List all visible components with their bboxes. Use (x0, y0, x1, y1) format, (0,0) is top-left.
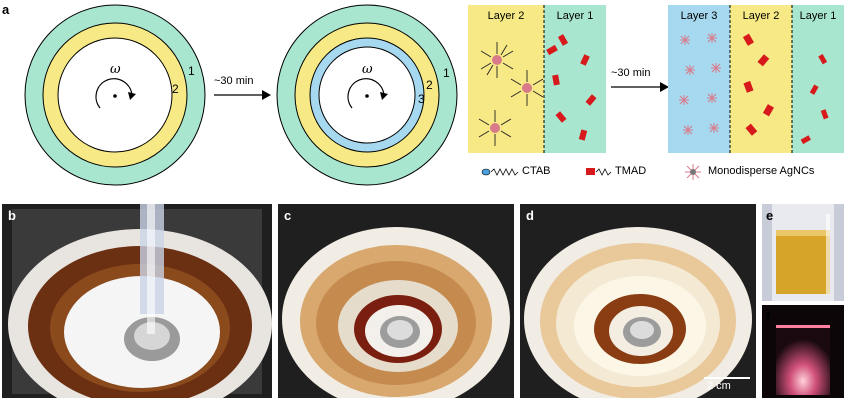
arrow-2-label: ~30 min (611, 67, 651, 79)
photo-e-image (762, 204, 844, 301)
disk-2-ring-label-1: 1 (443, 66, 450, 80)
ctab-legend-tail (490, 168, 519, 176)
photo-e: e (762, 204, 844, 301)
ctab-micelle (510, 70, 544, 106)
panel-label-e: e (766, 208, 774, 223)
photo-b: b (2, 204, 272, 398)
panel-label-c: c (284, 208, 292, 223)
photo-c: c (278, 204, 514, 398)
ctab-legend-icon (481, 168, 491, 176)
panel-label-a: a (2, 2, 10, 17)
schematic-diagram (24, 4, 844, 186)
disk-2-ring-label-2: 2 (426, 78, 433, 92)
tmad-molecules (546, 34, 597, 141)
scale-bar-label: 2 cm (707, 380, 731, 392)
panel-label-b: b (8, 208, 16, 223)
arrow-2-head (660, 82, 669, 92)
legend-agncs: Monodisperse AgNCs (708, 165, 815, 177)
photo-c-image (278, 204, 514, 398)
left-layer-1-title: Layer 1 (556, 10, 594, 22)
disk-1-ring-label-2: 2 (172, 82, 179, 96)
tmad-legend-icon (586, 168, 595, 175)
ctab-micelle (478, 110, 512, 146)
photo-d-image (520, 204, 756, 398)
disk-2-rotation-arrow (347, 78, 385, 109)
disk-2-axis-dot (365, 94, 369, 98)
photo-f-image (762, 305, 844, 398)
photo-f: f (762, 305, 844, 398)
disk-1 (24, 4, 206, 186)
photo-b-image (2, 204, 272, 398)
left-layer-2-title: Layer 2 (487, 10, 525, 22)
photo-d: d 2 cm (520, 204, 756, 398)
agnc-legend-icon (685, 164, 701, 180)
tmad-molecules-right (742, 33, 829, 145)
right-layer-3-title: Layer 3 (680, 10, 718, 22)
legend-tmad: TMAD (615, 165, 647, 177)
tmad-legend-tail (595, 168, 612, 176)
disk-2-omega: ω (362, 62, 373, 77)
panel-label-f: f (766, 309, 771, 324)
disk-1-ring-label-1: 1 (188, 64, 195, 78)
layer-panel-left (468, 5, 606, 153)
scale-bar-line (704, 377, 750, 379)
panel-label-d: d (526, 208, 534, 223)
right-layer-1-title: Layer 1 (799, 10, 837, 22)
disk-2-ring-label-3: 3 (418, 92, 425, 106)
arrow-1-label: ~30 min (214, 75, 254, 87)
layer-panel-right (668, 5, 844, 153)
disk-2 (276, 4, 458, 186)
ctab-micelle (480, 42, 514, 78)
arrow-1-head (262, 90, 271, 100)
disk-1-arrowhead (128, 92, 136, 100)
disk-1-omega: ω (110, 62, 121, 77)
disk-1-rotation-arrow (95, 78, 133, 109)
disk-2-arrowhead (380, 92, 388, 100)
right-layer-2-title: Layer 2 (742, 10, 780, 22)
agnc-particles (679, 33, 721, 135)
legend-ctab: CTAB (522, 165, 551, 177)
disk-1-axis-dot (113, 94, 117, 98)
